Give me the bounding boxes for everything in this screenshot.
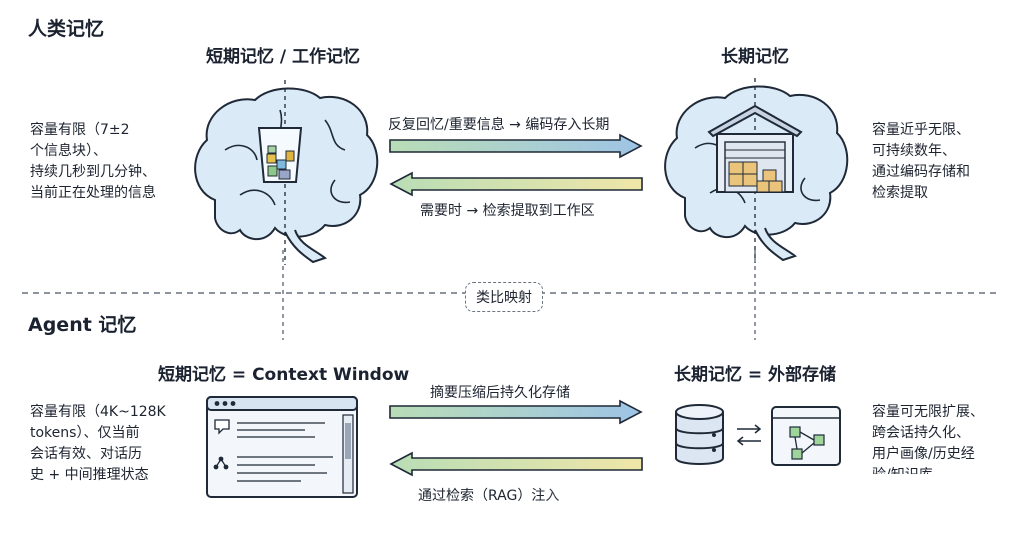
knowledge-graph-icon — [771, 406, 841, 466]
agent-long-term-description: 容量可无限扩展、 跨会话持久化、 用户画像/历史经 验/知识库 — [872, 402, 1022, 486]
desc-line: 个信息块）、 — [30, 143, 107, 159]
desc-line: 检索提取 — [872, 185, 928, 201]
agent-forward-arrow-label: 摘要压缩后持久化存储 — [430, 385, 570, 401]
agent-memory-title: Agent 记忆 — [28, 314, 137, 336]
desc-line: 当前正在处理的信息 — [30, 185, 156, 201]
agent-back-arrow-label: 通过检索（RAG）注入 — [418, 488, 560, 504]
desc-line: 史 + 中间推理状态 — [30, 467, 149, 483]
desc-line: 容量有限（4K~128K — [30, 404, 166, 420]
agent-short-term-title: 短期记忆 = Context Window — [158, 365, 410, 385]
water-glass-icon — [257, 127, 303, 183]
agent-short-term-description: 容量有限（4K~128K tokens）、仅当前 会话有效、对话历 史 + 中间… — [30, 402, 205, 486]
human-back-arrow-label: 需要时 → 检索提取到工作区 — [420, 203, 595, 219]
desc-line: 持续几秒到几分钟、 — [30, 164, 156, 180]
database-icon — [675, 404, 724, 465]
desc-line: 可持续数年、 — [872, 143, 956, 159]
desc-line: 容量可无限扩展、 — [872, 404, 984, 420]
watermark-fade-overlay — [540, 474, 1024, 559]
persist-forward-arrow — [389, 399, 643, 425]
desc-line: tokens）、仅当前 — [30, 425, 140, 441]
retrieve-back-arrow — [389, 171, 643, 197]
agent-long-term-title: 长期记忆 = 外部存储 — [673, 365, 837, 385]
rag-back-arrow — [389, 451, 643, 477]
encode-forward-arrow — [389, 133, 643, 159]
desc-line: 用户画像/历史经 — [872, 446, 975, 462]
desc-line: 通过编码存储和 — [872, 164, 970, 180]
human-long-term-title: 长期记忆 — [721, 47, 789, 67]
sync-arrows-icon — [736, 424, 762, 446]
human-short-term-title: 短期记忆 / 工作记忆 — [205, 47, 361, 67]
human-memory-title: 人类记忆 — [28, 18, 105, 40]
analogy-mapping-label: 类比映射 — [465, 282, 543, 312]
warehouse-icon — [707, 104, 803, 193]
desc-line: 跨会话持久化、 — [872, 425, 970, 441]
desc-line: 会话有效、对话历 — [30, 446, 142, 462]
desc-line: 容量有限（7±2 — [30, 122, 130, 138]
human-short-term-description: 容量有限（7±2 个信息块）、 持续几秒到几分钟、 当前正在处理的信息 — [30, 120, 195, 204]
human-long-term-description: 容量近乎无限、 可持续数年、 通过编码存储和 检索提取 — [872, 120, 1022, 204]
desc-line: 容量近乎无限、 — [872, 122, 970, 138]
human-forward-arrow-label: 反复回忆/重要信息 → 编码存入长期 — [388, 117, 610, 133]
browser-window-icon — [206, 396, 358, 498]
